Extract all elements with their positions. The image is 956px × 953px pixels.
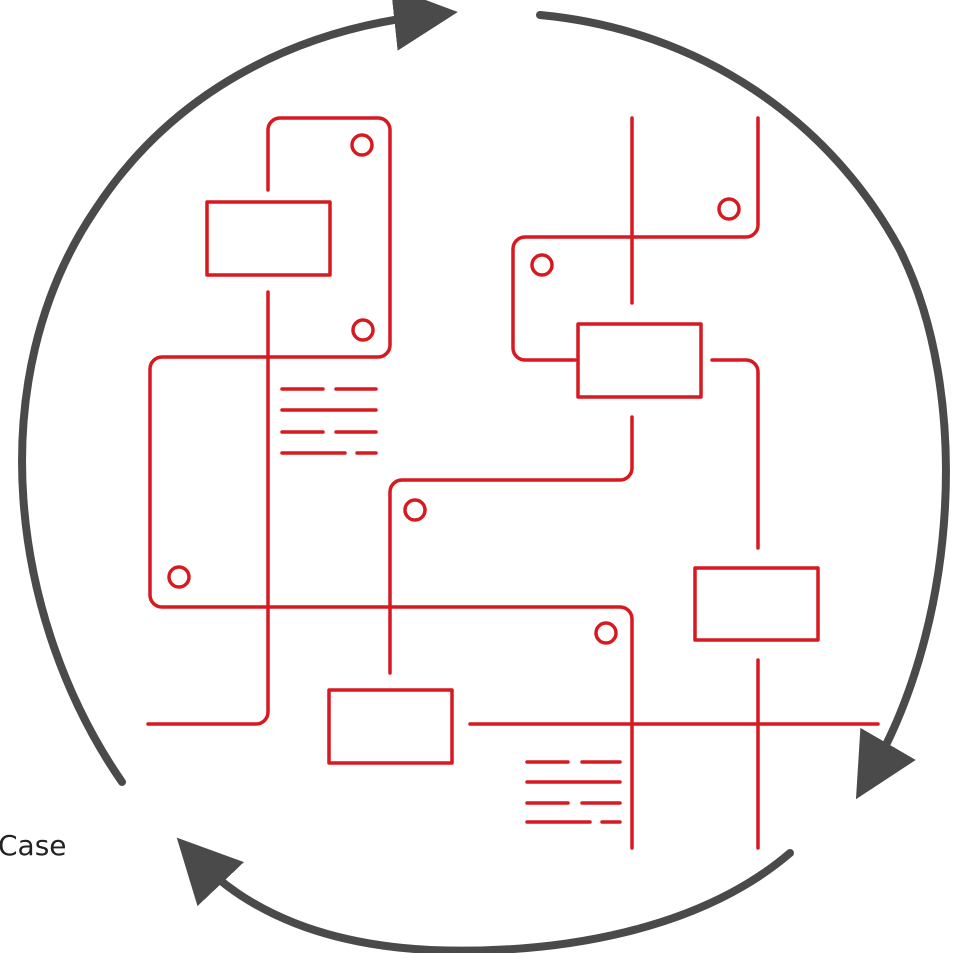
- arrow-top-left: [18, 0, 458, 786]
- cycle-arrows-icon: [18, 0, 950, 953]
- label-fragment: Case: [0, 829, 67, 862]
- arrow-right: [536, 11, 950, 800]
- circuit-board-icon: [146, 116, 880, 850]
- arrow-bottom: [176, 837, 794, 953]
